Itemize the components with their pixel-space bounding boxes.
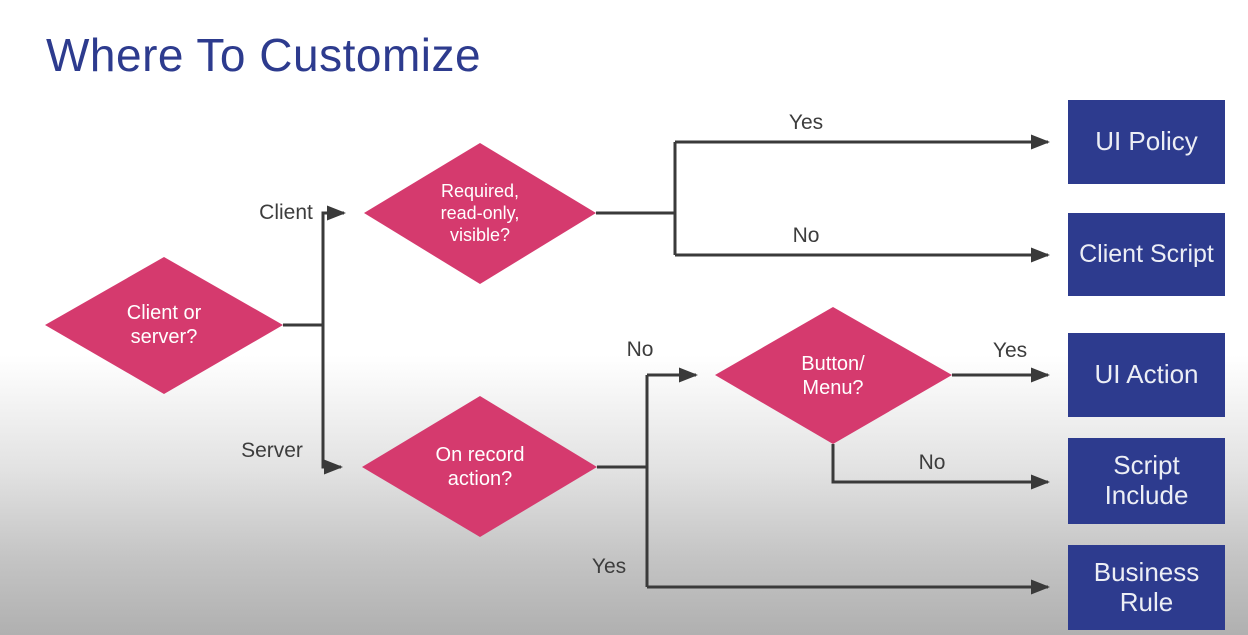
edge-label-on-record-no: No [626, 338, 654, 361]
outcome-ui-action: UI Action [1068, 333, 1225, 417]
edge-label-client: Client [259, 201, 313, 224]
decision-button-menu-shape [715, 307, 952, 444]
edge-label-on-record-yes: Yes [591, 555, 627, 578]
edge-label-required-no: No [792, 224, 820, 247]
connector-server-branch [321, 325, 343, 475]
edge-label-server: Server [241, 439, 303, 462]
outcome-business-rule: Business Rule [1068, 545, 1225, 630]
decision-required-read-only-visible-shape [364, 143, 596, 284]
edge-label-required-yes: Yes [788, 111, 824, 134]
decision-client-or-server-shape [45, 257, 283, 394]
page-title: Where To Customize [46, 29, 482, 81]
outcome-script-include: Script Include [1068, 438, 1225, 524]
connector-client-branch [321, 205, 346, 325]
edge-label-button-no: No [918, 451, 946, 474]
outcome-ui-policy: UI Policy [1068, 100, 1225, 184]
edge-label-button-yes: Yes [992, 339, 1028, 362]
connector-button-no [831, 444, 1050, 490]
decision-on-record-action-shape [362, 396, 597, 537]
outcome-client-script: Client Script [1068, 213, 1225, 296]
